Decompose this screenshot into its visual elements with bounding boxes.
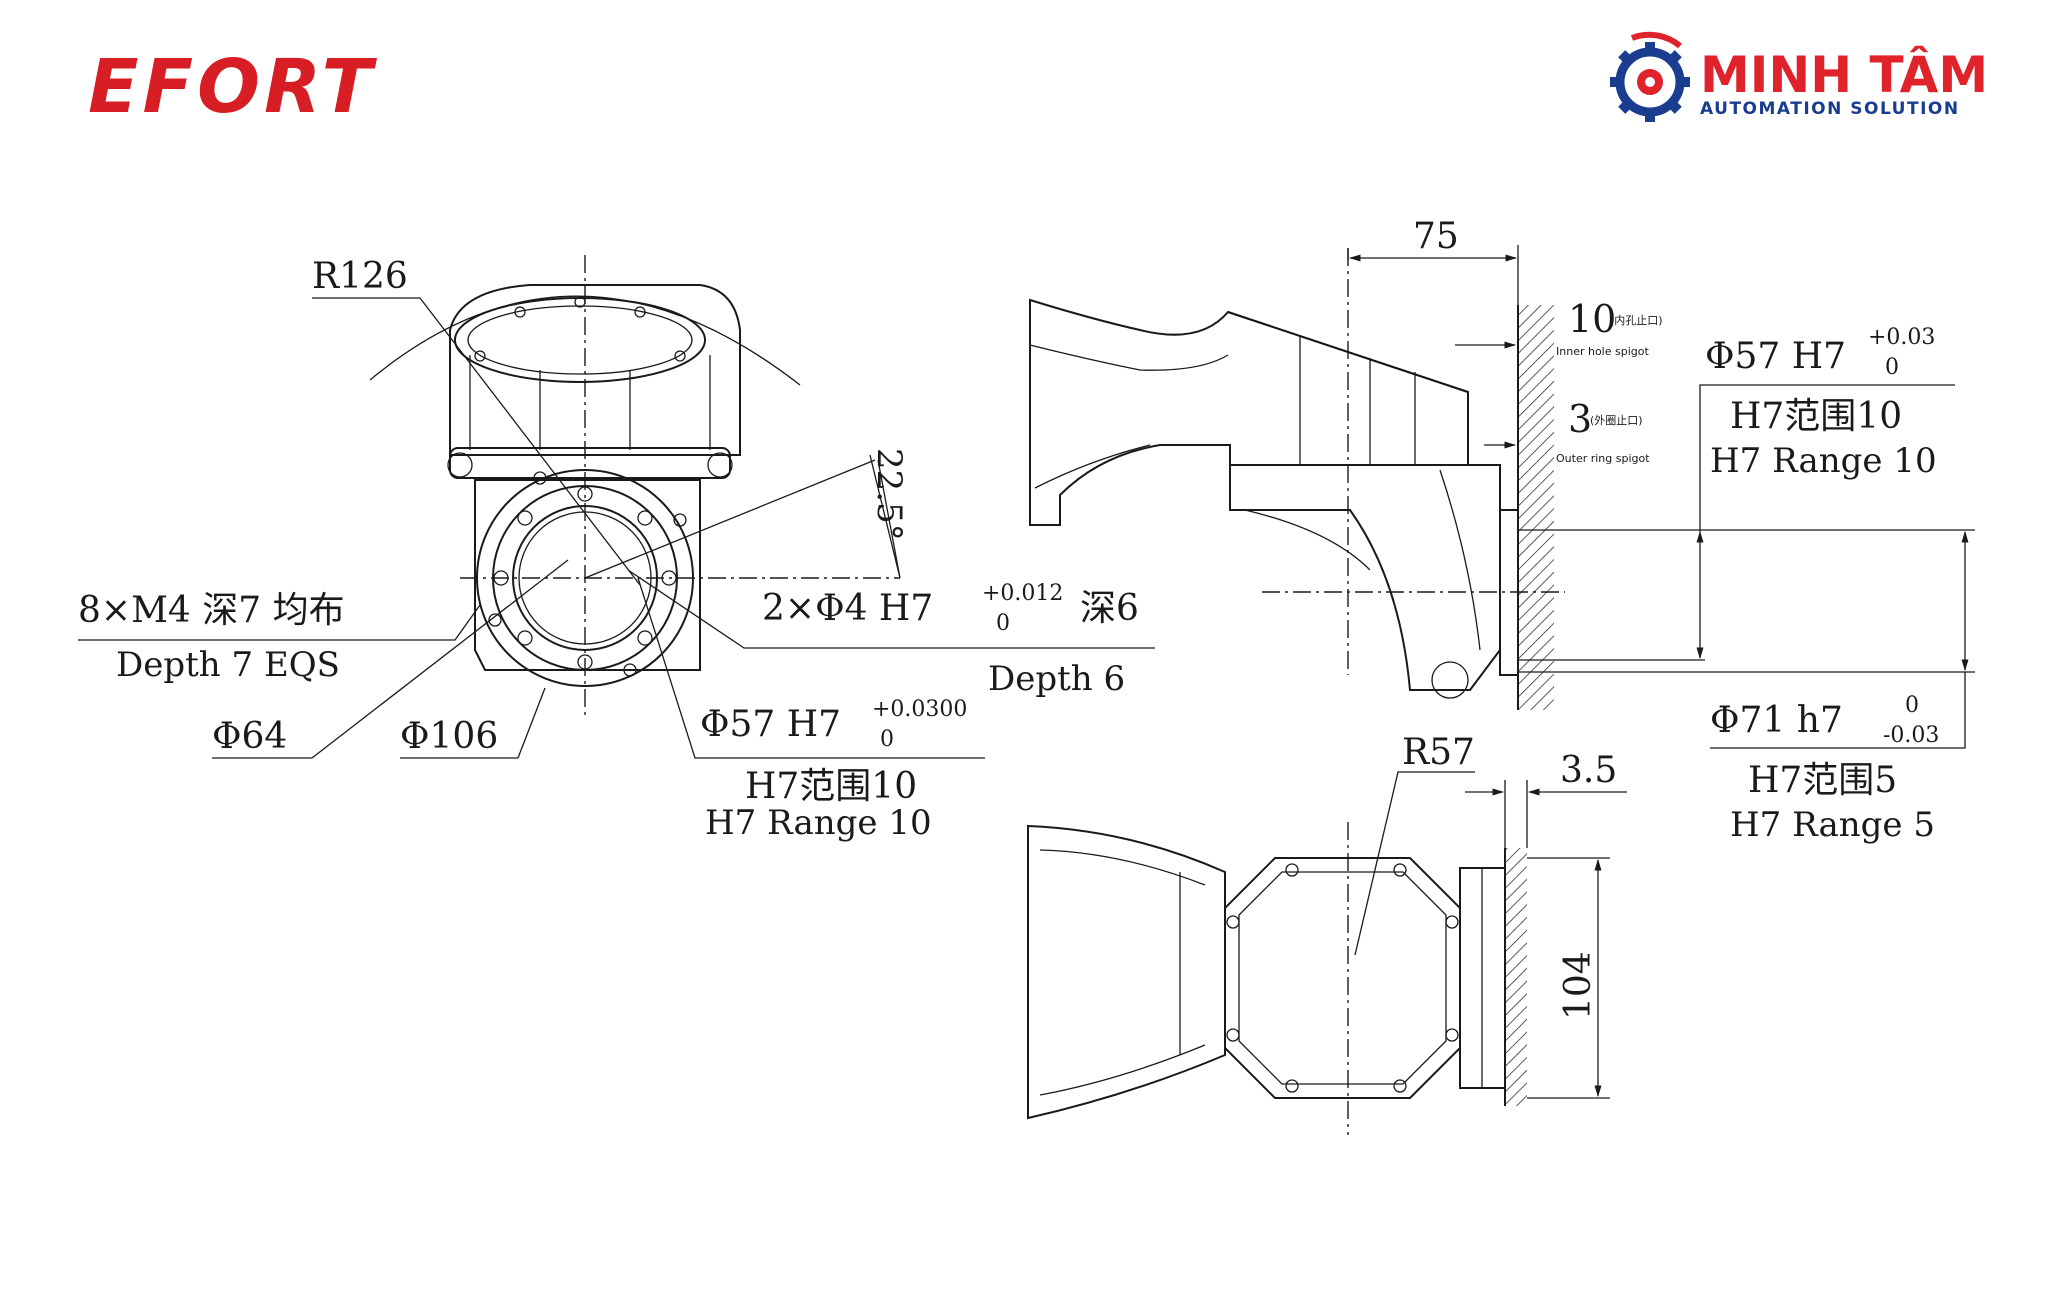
efort-logo: EFORT: [88, 44, 378, 130]
label-pin-holes: 2×Φ4 H7: [762, 588, 933, 629]
label-pin-tol-upper: +0.012: [982, 581, 1063, 606]
top-bolt-holes: [1226, 863, 1459, 1093]
label-shaft-tol-upper: 0: [1905, 693, 1919, 718]
label-thickness-3-5: 3.5: [1560, 750, 1617, 791]
label-inner-en: Inner hole spigot: [1556, 345, 1649, 358]
label-side-bore-tol-lower: 0: [1885, 355, 1899, 380]
bolt-circle: [488, 471, 687, 677]
minhtam-logo-tagline: AUTOMATION SOLUTION: [1700, 99, 1960, 119]
label-threads-cn: 8×M4 深7 均布: [78, 590, 345, 631]
label-side-range-en: H7 Range 10: [1710, 441, 1937, 481]
label-side-range-cn: H7范围10: [1730, 396, 1902, 437]
minhtam-logo-name: MINH TÂM: [1700, 45, 1988, 104]
label-width-104: 104: [1558, 951, 1599, 1020]
label-bore-57: Φ57 H7: [700, 704, 841, 745]
label-shaft-71: Φ71 h7: [1710, 700, 1843, 741]
label-side-bore-tol-upper: +0.03: [1868, 325, 1935, 350]
minhtam-logo: MINH TÂM AUTOMATION SOLUTION: [1610, 31, 1988, 122]
label-inner-cn: (内孔止口): [1610, 313, 1663, 327]
label-pin-depth-cn: 深6: [1080, 588, 1139, 629]
label-r57: R57: [1402, 732, 1475, 773]
efort-logo-text: EFORT: [88, 44, 378, 130]
label-outer-cn: (外圈止口): [1590, 414, 1643, 427]
gear-icon: [1610, 31, 1690, 122]
front-view: [78, 255, 1155, 759]
side-view: [1029, 245, 1975, 749]
label-angle-22-5: 22.5°: [869, 448, 909, 541]
label-dia-106: Φ106: [400, 716, 498, 757]
label-shaft-range-cn: H7范围5: [1748, 760, 1897, 801]
top-view: [1027, 771, 1627, 1135]
label-outer-en: Outer ring spigot: [1556, 452, 1650, 465]
label-pin-depth-en: Depth 6: [988, 659, 1125, 699]
label-bore-tol-lower: 0: [880, 727, 894, 752]
label-threads-en: Depth 7 EQS: [116, 645, 340, 685]
label-range-en: H7 Range 10: [705, 803, 932, 843]
label-range-cn: H7范围10: [745, 766, 917, 807]
label-offset-75: 75: [1413, 216, 1459, 257]
label-side-bore: Φ57 H7: [1705, 336, 1846, 377]
label-shaft-tol-lower: -0.03: [1883, 723, 1939, 748]
label-pin-tol-lower: 0: [996, 611, 1010, 636]
label-outer-depth: 3: [1568, 397, 1592, 441]
label-inner-depth: 10: [1568, 297, 1616, 341]
label-dia-64: Φ64: [212, 716, 287, 757]
label-r126: R126: [312, 256, 408, 297]
label-shaft-range-en: H7 Range 5: [1730, 805, 1935, 845]
label-bore-tol-upper: +0.0300: [872, 697, 967, 722]
